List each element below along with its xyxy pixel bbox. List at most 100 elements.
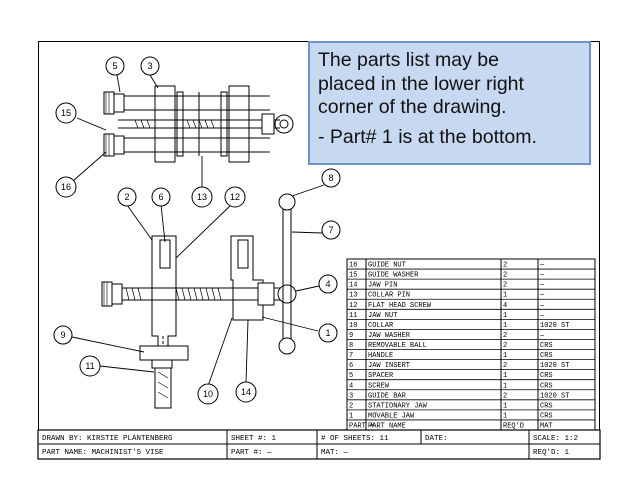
quantity-cell: 2: [503, 392, 507, 400]
quantity-cell: 1: [503, 322, 507, 330]
part-name-cell: STATIONARY JAW: [368, 402, 428, 410]
balloon-13: 13: [191, 186, 213, 208]
part-number-cell: 1: [349, 412, 353, 420]
date: DATE:: [425, 435, 448, 443]
part-number-cell: 5: [349, 372, 353, 380]
material-cell: CRS: [540, 412, 553, 420]
svg-text:3: 3: [147, 61, 152, 71]
leader-lines: [71, 74, 325, 387]
svg-text:8: 8: [328, 173, 333, 183]
material-cell: 1020 ST: [540, 392, 569, 400]
material-cell: CRS: [540, 402, 553, 410]
part-name-cell: MOVABLE JAW: [368, 412, 415, 420]
quantity-cell: 1: [503, 412, 507, 420]
part-name-cell: JAW PIN: [368, 282, 397, 290]
balloon-15: 15: [55, 102, 77, 124]
quantity-cell: 2: [503, 362, 507, 370]
svg-text:6: 6: [158, 192, 163, 202]
part-name-cell: JAW INSERT: [368, 362, 410, 370]
material-cell: 1020 ST: [540, 322, 569, 330]
material-cell: —: [539, 292, 545, 300]
part-number-cell: 7: [349, 352, 353, 360]
balloon-6: 6: [151, 187, 171, 207]
quantity-cell: 2: [503, 342, 507, 350]
balloon-4: 4: [318, 274, 338, 294]
callout-line: placed in the lower right: [318, 72, 524, 95]
part-name-cell: REMOVABLE BALL: [368, 342, 427, 350]
part-number-cell: 10: [349, 322, 357, 330]
material-cell: —: [539, 272, 545, 280]
part-number-cell: 4: [349, 382, 353, 390]
part-name-cell: HANDLE: [368, 352, 393, 360]
quantity-cell: 4: [503, 302, 507, 310]
quantity-cell: 1: [503, 382, 507, 390]
svg-text:1: 1: [325, 328, 330, 338]
callout-line: - Part# 1 is at the bottom.: [318, 125, 537, 148]
material-cell: CRS: [540, 382, 553, 390]
part-name-cell: JAW NUT: [368, 312, 397, 320]
part-name-cell: SPACER: [368, 372, 394, 380]
balloon-7: 7: [321, 220, 341, 240]
part-name-cell: FLAT HEAD SCREW: [368, 302, 432, 310]
svg-text:15: 15: [61, 108, 71, 118]
part-name-cell: PART NAME: [368, 423, 406, 431]
title-block: DRAWN BY: KIRSTIE PLANTENBERG SHEET #: 1…: [37, 429, 601, 460]
material-cell: —: [539, 262, 545, 270]
svg-text:14: 14: [241, 387, 251, 397]
svg-text:4: 4: [325, 279, 330, 289]
part-name-cell: GUIDE WASHER: [368, 272, 419, 280]
front-view-assembly: [101, 193, 297, 409]
quantity-cell: 2: [503, 262, 507, 270]
material-cell: —: [539, 282, 545, 290]
quantity-cell: 2: [503, 332, 507, 340]
part-number-cell: 14: [349, 282, 357, 290]
part-number-cell: 13: [349, 292, 357, 300]
balloon-8: 8: [321, 168, 341, 188]
number-of-sheets: # OF SHEETS: 11: [321, 435, 389, 443]
balloon-9: 9: [53, 325, 73, 345]
balloon-12: 12: [224, 186, 246, 208]
part-number: PART #: —: [231, 449, 272, 457]
svg-text:7: 7: [328, 225, 333, 235]
part-name: PART NAME: MACHINIST'S VISE: [42, 449, 164, 457]
quantity-cell: 1: [503, 312, 507, 320]
part-number-cell: 11: [349, 312, 357, 320]
part-number-cell: 16: [349, 262, 357, 270]
balloon-5: 5: [105, 56, 125, 76]
material-cell: MAT: [540, 423, 553, 431]
part-name-cell: COLLAR: [368, 322, 394, 330]
svg-text:9: 9: [60, 330, 65, 340]
material-cell: —: [539, 312, 545, 320]
scale: SCALE: 1:2: [533, 435, 578, 443]
part-name-cell: JAW WASHER: [368, 332, 411, 340]
material-cell: —: [539, 332, 545, 340]
callout-line: The parts list may be: [318, 49, 499, 71]
part-balloons: 5 3 15 16 2 6 13 12 8 7 4 1 9 11 10 14: [53, 56, 341, 405]
required-qty: REQ'D: 1: [533, 449, 570, 457]
top-view-assembly: [103, 85, 294, 163]
balloon-1: 1: [318, 323, 338, 343]
balloon-14: 14: [235, 381, 257, 403]
part-number-cell: 3: [349, 392, 353, 400]
quantity-cell: REQ'D: [503, 423, 524, 431]
svg-text:12: 12: [230, 192, 240, 202]
material: MAT: —: [321, 449, 349, 457]
material-cell: CRS: [540, 342, 553, 350]
part-number-cell: 8: [349, 342, 353, 350]
quantity-cell: 1: [503, 402, 507, 410]
part-number-cell: 2: [349, 402, 353, 410]
annotation-callout: The parts list may be placed in the lowe…: [308, 41, 591, 165]
quantity-cell: 1: [503, 292, 507, 300]
part-number-cell: PART #: [349, 423, 374, 431]
balloon-11: 11: [79, 355, 101, 377]
part-name-cell: COLLAR PIN: [368, 292, 410, 300]
balloon-3: 3: [140, 56, 160, 76]
part-name-cell: GUIDE BAR: [368, 392, 407, 400]
quantity-cell: 2: [503, 272, 507, 280]
quantity-cell: 1: [503, 352, 507, 360]
svg-text:5: 5: [112, 61, 117, 71]
part-number-cell: 9: [349, 332, 353, 340]
quantity-cell: 2: [503, 282, 507, 290]
